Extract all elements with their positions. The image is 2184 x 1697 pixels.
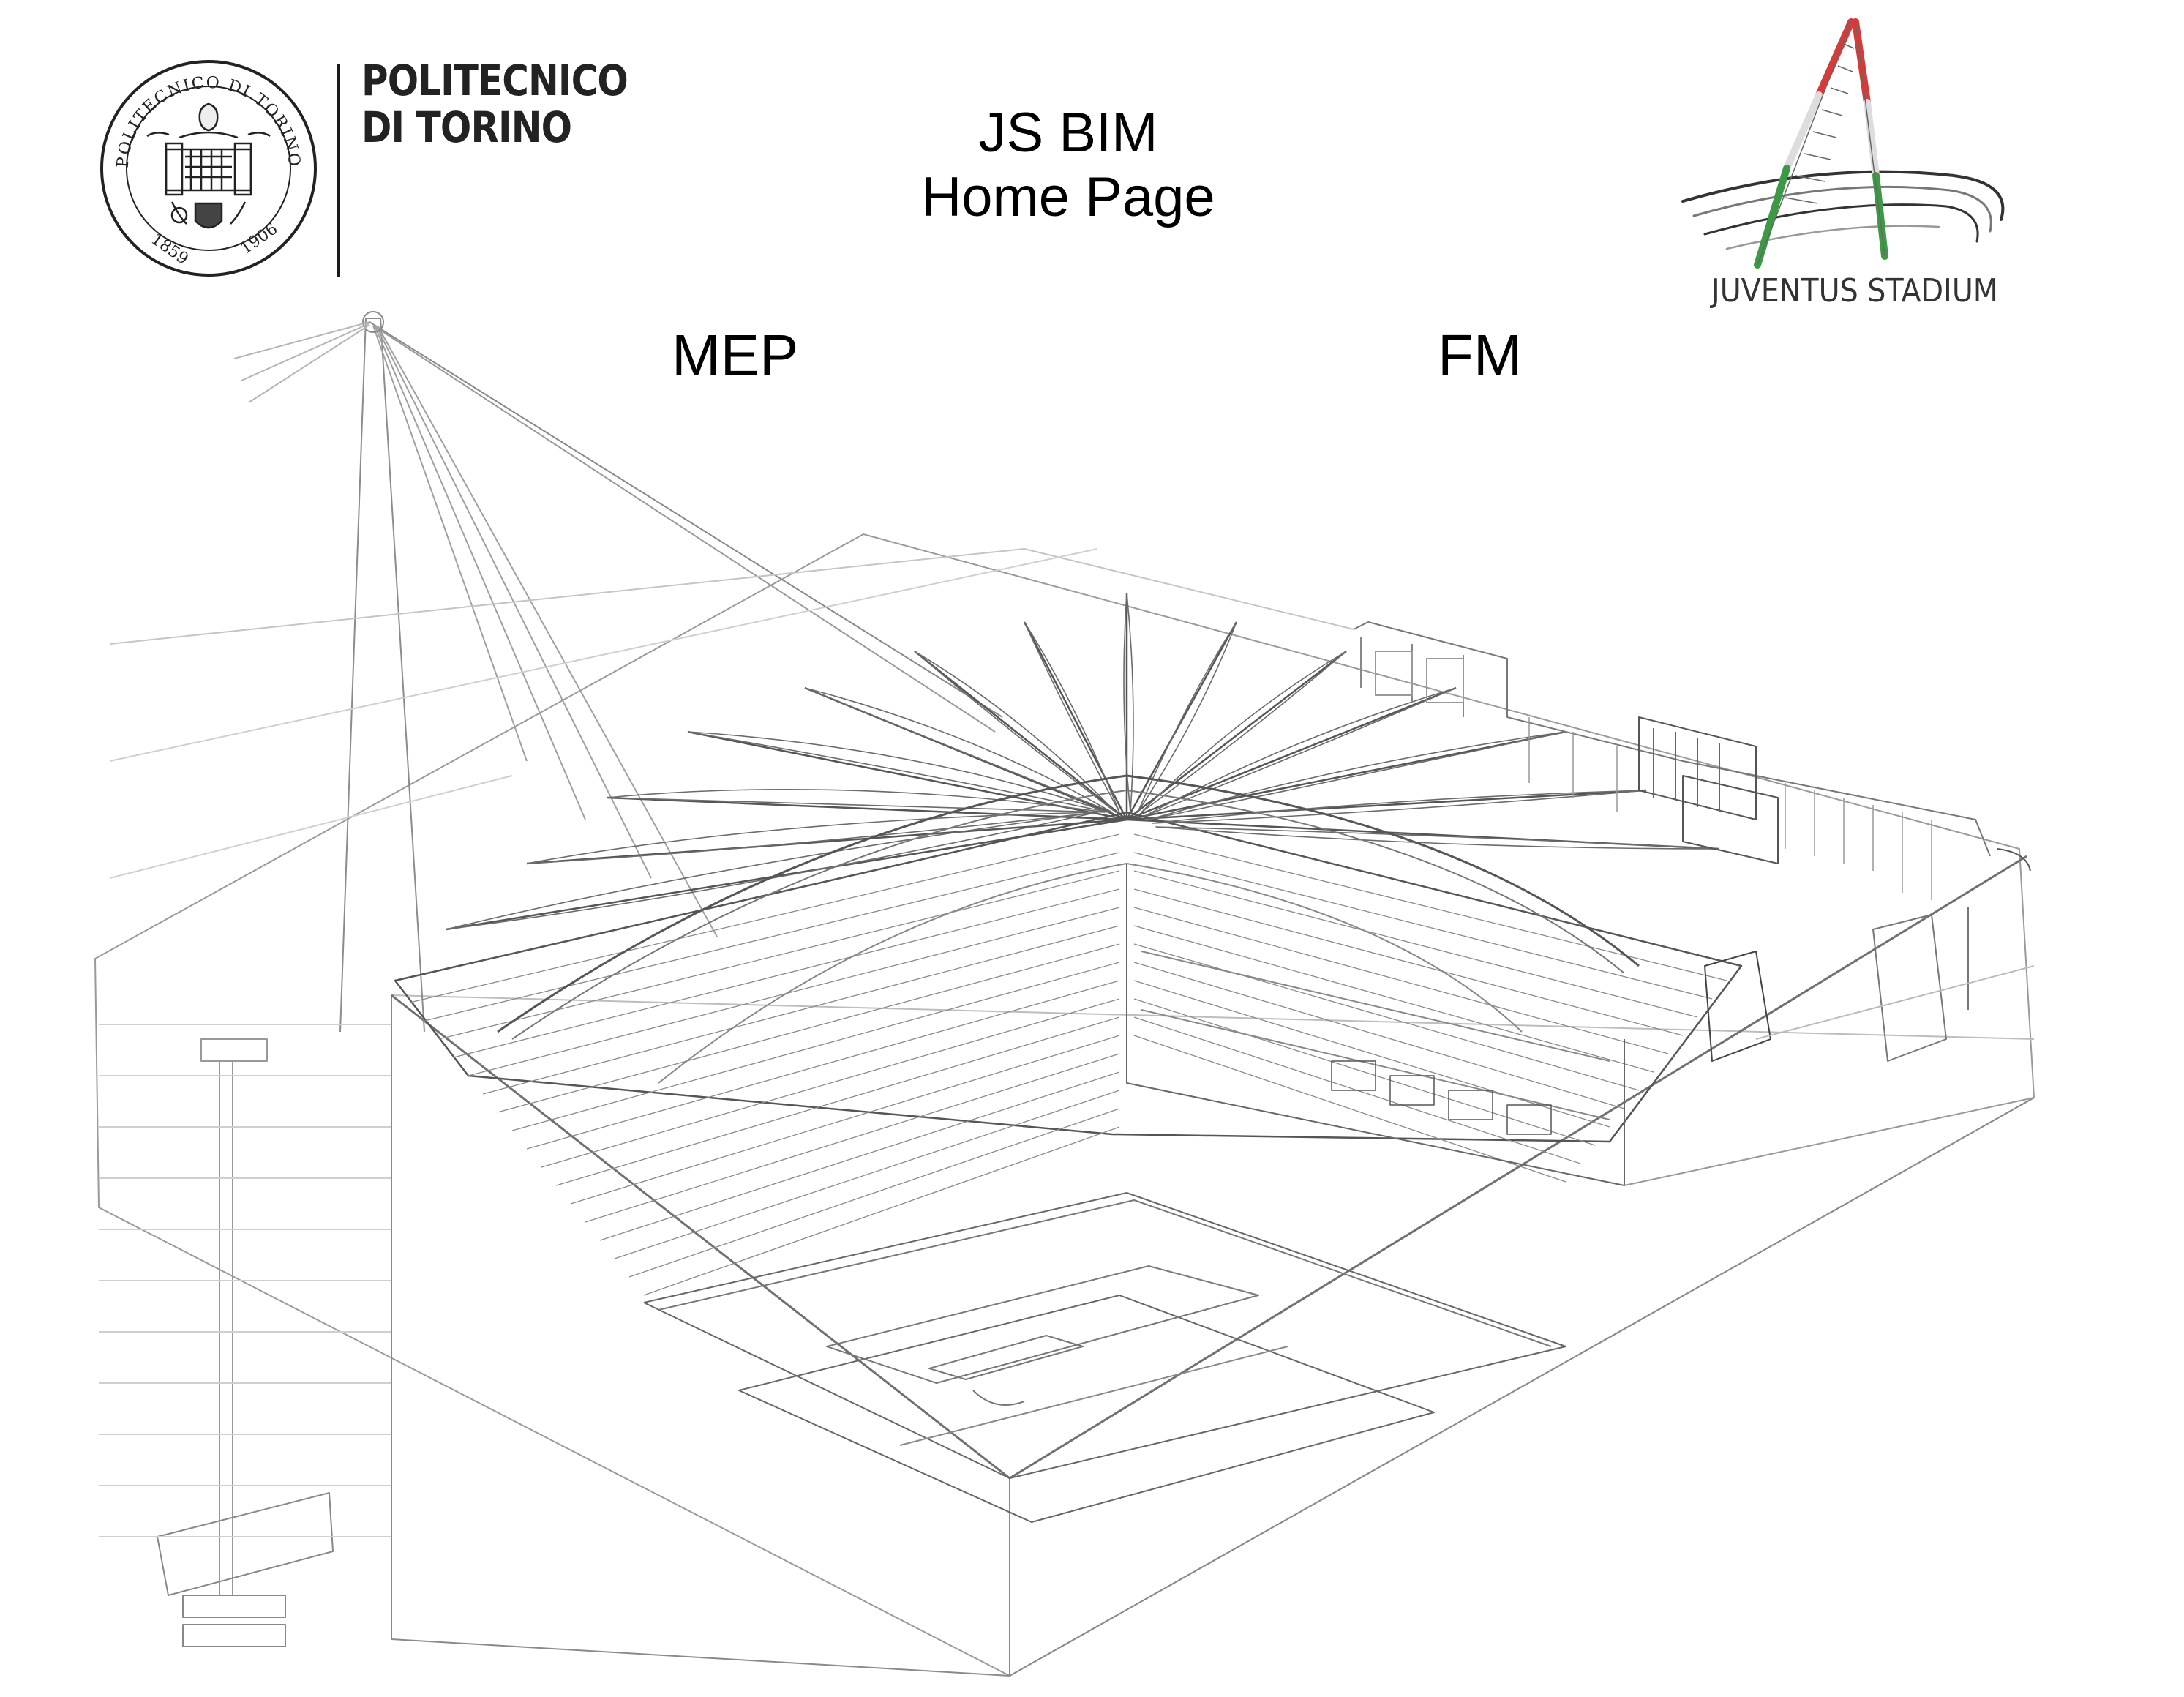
page-title-line1: JS BIM bbox=[978, 102, 1158, 164]
nav-link-fm[interactable]: FM bbox=[1438, 323, 1523, 388]
seal-year-left: 1859 bbox=[148, 230, 192, 269]
stadium-logo-caption: JUVENTUS STADIUM bbox=[1711, 272, 1998, 310]
page-title-line2: Home Page bbox=[921, 166, 1215, 228]
nav-link-mep[interactable]: MEP bbox=[672, 323, 799, 388]
logo-divider bbox=[337, 64, 340, 277]
university-name: POLITECNICO DI TORINO bbox=[361, 57, 628, 151]
stadium-isometric-drawing-icon bbox=[94, 311, 2035, 1677]
university-name-line2: DI TORINO bbox=[361, 102, 572, 152]
university-name-line1: POLITECNICO bbox=[361, 56, 628, 105]
stadium-logo-icon bbox=[1681, 18, 2005, 269]
page-title: JS BIM Home Page bbox=[849, 101, 1288, 230]
university-seal-icon: POLITECNICO DI TORINO 1859 1906 bbox=[100, 60, 317, 277]
